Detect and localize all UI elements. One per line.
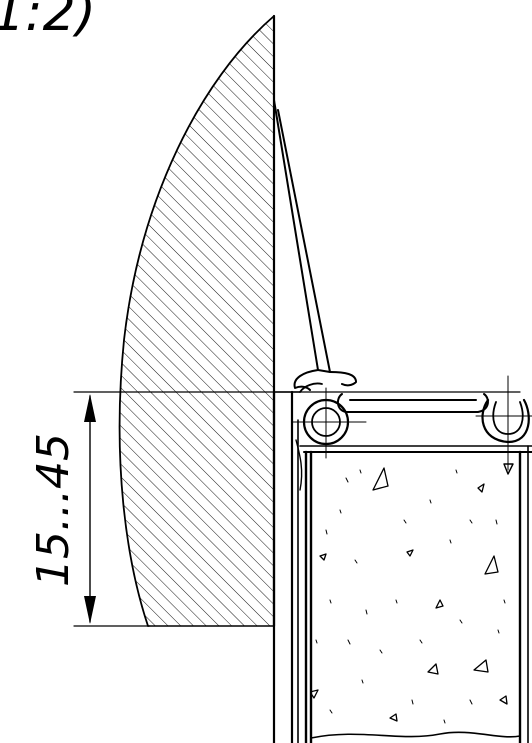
arrowhead-icon: [503, 463, 514, 475]
right-bead: [475, 375, 532, 475]
dimension-label: 15...45: [28, 433, 79, 587]
arrowhead-icon: [84, 596, 96, 624]
wall-curved-edge: [118, 15, 275, 627]
arrowhead-icon: [84, 394, 96, 422]
dimension-line: [84, 394, 96, 624]
extension-lines: [73, 391, 521, 627]
scale-label: 1:2): [0, 0, 96, 43]
wall-hatch-fill: [119, 16, 274, 626]
wall-section: [118, 14, 276, 628]
infill-panel: [304, 445, 529, 743]
frame-post: [272, 390, 303, 743]
concrete-aggregate-icon: [311, 467, 508, 724]
seal-flap: [273, 99, 357, 393]
left-bead: [291, 387, 367, 459]
